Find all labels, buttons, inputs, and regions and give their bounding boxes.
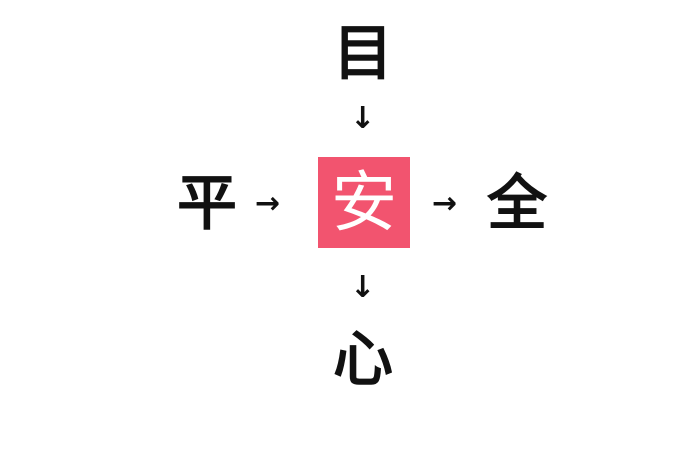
kanji-top: 目 — [333, 19, 393, 89]
arrow-top-down: ↓ — [350, 101, 376, 136]
kanji-center: 安 — [331, 163, 397, 241]
arrow-right-right: → — [432, 186, 458, 221]
kanji-bottom: 心 — [333, 325, 393, 395]
center-answer-box: 安 — [318, 157, 410, 248]
kanji-right: 全 — [487, 169, 547, 239]
kanji-left: 平 — [177, 169, 237, 239]
arrow-bottom-down: ↓ — [350, 270, 376, 305]
arrow-left-right: → — [255, 186, 281, 221]
